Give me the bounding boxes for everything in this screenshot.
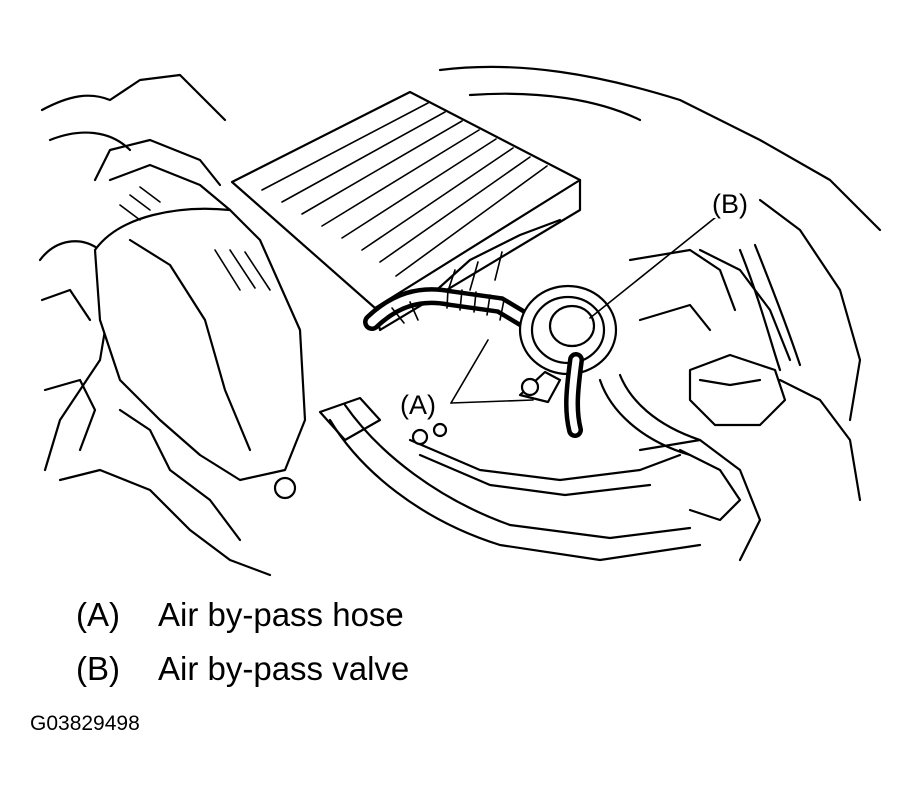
callout-b-label: (B) <box>710 189 750 219</box>
air-bypass-valve <box>518 284 618 438</box>
engine-cover <box>230 90 582 332</box>
leader-lines <box>450 216 717 404</box>
legend-item-b: (B) Air by-pass valve <box>76 652 409 685</box>
air-bypass-hose <box>363 287 534 331</box>
right-components <box>628 243 802 522</box>
engine-bay-illustration <box>38 65 882 577</box>
legend-label: Air by-pass hose <box>158 596 404 633</box>
callout-a-label: (A) <box>398 390 438 420</box>
legend-key: (B) <box>76 650 120 687</box>
intake-manifold <box>93 138 307 500</box>
figure-id: G03829498 <box>30 712 140 735</box>
legend-key: (A) <box>76 596 120 633</box>
legend-item-a: (A) Air by-pass hose <box>76 598 404 631</box>
legend-label: Air by-pass valve <box>158 650 410 687</box>
lower-hoses <box>318 373 702 562</box>
engine-outline <box>38 65 882 577</box>
